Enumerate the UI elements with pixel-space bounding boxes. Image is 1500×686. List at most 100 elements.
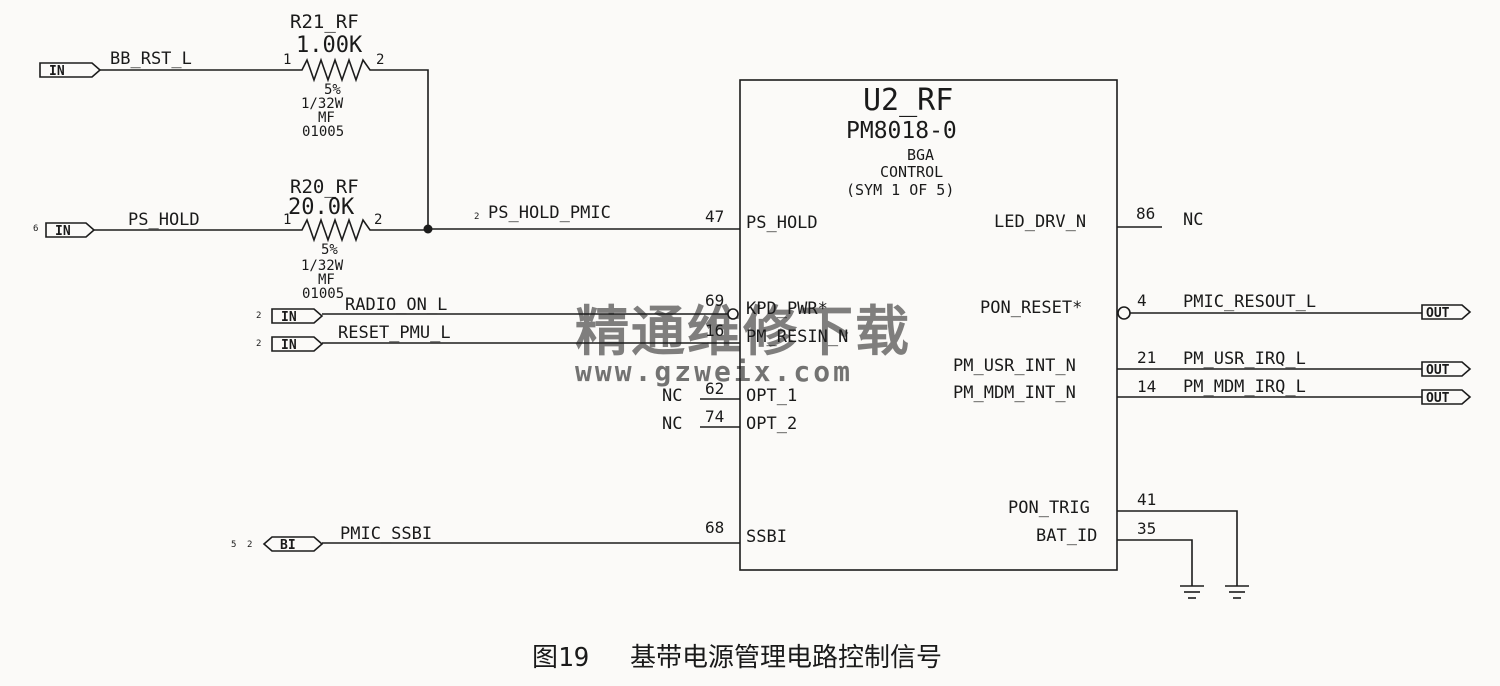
pin-num-usr-int: 21 <box>1137 348 1156 367</box>
bat-id-net <box>1117 539 1204 599</box>
net-label-pmic-resout: PMIC_RESOUT_L <box>1183 292 1316 312</box>
page-ref-reset-pmu: 2 <box>256 339 261 349</box>
inversion-bubble <box>1117 306 1131 320</box>
ground-icon <box>1225 585 1249 599</box>
pin-name-pon-reset: PON_RESET* <box>980 298 1082 318</box>
resistor-r20: R20_RF 20.0K 1 2 5% 1/32W MF 01005 <box>283 176 428 302</box>
watermark-chinese: 精通维修下载 <box>575 300 911 363</box>
pin-name-kpd-pwr: KPD_PWR* <box>746 299 828 319</box>
out-port-usr-irq: OUT <box>1421 361 1472 378</box>
pin-name-pm-resin: PM_RESIN_N <box>746 327 848 347</box>
pin-num-opt1: 62 <box>705 379 724 398</box>
out-port-label: OUT <box>1426 363 1450 378</box>
wire-pon-trig <box>1117 510 1238 586</box>
in-port-label: IN <box>55 224 71 239</box>
in-port-label: IN <box>49 64 65 79</box>
chip-ref: U2_RF <box>863 83 953 118</box>
chip-u2: U2_RF PM8018-0 BGA CONTROL (SYM 1 OF 5) … <box>705 79 1156 571</box>
out-port-mdm-irq: OUT <box>1421 389 1472 406</box>
chip-symbol: (SYM 1 OF 5) <box>846 181 954 199</box>
pin-name-opt2: OPT_2 <box>746 414 797 434</box>
r21-ref: R21_RF <box>290 11 359 33</box>
radio-on-branch: 2 IN RADIO_ON_L <box>256 295 739 325</box>
pin-num-ps-hold: 47 <box>705 207 724 226</box>
r20-value: 20.0K <box>288 195 355 220</box>
pin-name-ps-hold: PS_HOLD <box>746 213 818 233</box>
nc-label-opt1: NC <box>662 386 682 406</box>
r20-zigzag <box>285 217 428 243</box>
in-port-label: IN <box>281 338 297 353</box>
pin-name-bat-id: BAT_ID <box>1036 526 1097 546</box>
r21-tolerance: 5% <box>324 82 341 98</box>
out-port-shape <box>1421 361 1472 377</box>
r20-ref: R20_RF <box>290 176 359 198</box>
in-port-label: IN <box>281 310 297 325</box>
pin-name-usr-int: PM_USR_INT_N <box>953 356 1076 376</box>
chip-package: BGA <box>907 146 934 164</box>
r21-package: 01005 <box>302 124 344 140</box>
page-ref-ssbi-b: 2 <box>247 540 252 550</box>
pin-num-kpd-pwr: 69 <box>705 291 724 310</box>
pon-reset-net: PMIC_RESOUT_L OUT <box>1117 292 1472 321</box>
in-port-reset-pmu: IN <box>271 336 324 353</box>
bi-port-shape <box>262 536 324 552</box>
ground-icon <box>1180 585 1204 599</box>
r20-type: MF <box>318 272 335 288</box>
net-label-ps-hold-pmic: PS_HOLD_PMIC <box>488 203 611 223</box>
pin-num-bat-id: 35 <box>1137 519 1156 538</box>
page-ref-ps-hold: 6 <box>33 224 38 234</box>
chip-body <box>739 79 1118 571</box>
r21-power: 1/32W <box>301 96 344 112</box>
net-label-bb-rst: BB_RST_L <box>110 49 192 69</box>
nc-label-led-drv: NC <box>1183 210 1203 230</box>
bb-rst-branch: IN BB_RST_L R21_RF 1.00K 1 2 5% 1/32W MF… <box>39 11 429 228</box>
wire-bat-id <box>1117 539 1193 586</box>
pin-name-mdm-int: PM_MDM_INT_N <box>953 383 1076 403</box>
r20-power: 1/32W <box>301 258 344 274</box>
pon-trig-net <box>1117 510 1249 599</box>
r20-package: 01005 <box>302 286 344 302</box>
out-port-resout: OUT <box>1421 304 1472 321</box>
pin-num-mdm-int: 14 <box>1137 377 1156 396</box>
in-port-shape <box>39 62 102 78</box>
pin-num-led-drv: 86 <box>1136 204 1155 223</box>
net-label-usr-irq: PM_USR_IRQ_L <box>1183 349 1306 369</box>
usr-irq-net: PM_USR_IRQ_L OUT <box>1117 349 1472 378</box>
led-drv-net: NC <box>1117 210 1203 230</box>
chip-part: PM8018-0 <box>846 118 957 144</box>
watermark-url: www.gzweix.com <box>575 355 853 388</box>
resistor-r21: R21_RF 1.00K 1 2 5% 1/32W MF 01005 <box>283 11 400 140</box>
figure-caption: 图19 基带电源管理电路控制信号 <box>532 643 942 673</box>
net-label-reset-pmu: RESET_PMU_L <box>338 323 451 343</box>
nc-label-opt2: NC <box>662 414 682 434</box>
pin-name-opt1: OPT_1 <box>746 386 797 406</box>
ps-hold-branch: 6 IN PS_HOLD R20_RF 20.0K 1 2 5% 1/32W M… <box>33 176 740 302</box>
inversion-bubble <box>727 308 739 320</box>
out-port-label: OUT <box>1426 306 1450 321</box>
bi-port-label: BI <box>280 538 296 553</box>
chip-function: CONTROL <box>880 163 943 181</box>
caption-text: 基带电源管理电路控制信号 <box>630 643 942 673</box>
pin-num-ssbi: 68 <box>705 518 724 537</box>
in-port-shape <box>271 336 324 352</box>
page-ref-ssbi-a: 5 <box>231 540 236 550</box>
watermark: 精通维修下载 www.gzweix.com <box>575 300 911 388</box>
pin-num-pon-reset: 4 <box>1137 291 1147 310</box>
pin-name-pon-trig: PON_TRIG <box>1008 498 1090 518</box>
page-ref-ps-hold-pmic: 2 <box>474 212 479 222</box>
r21-value: 1.00K <box>296 33 363 58</box>
r21-pin2: 2 <box>376 52 384 68</box>
net-label-pmic-ssbi: PMIC_SSBI <box>340 524 432 544</box>
net-label-mdm-irq: PM_MDM_IRQ_L <box>1183 377 1306 397</box>
r20-pin2: 2 <box>374 212 382 228</box>
bi-port-ssbi: BI <box>262 536 324 553</box>
caption-number: 图19 <box>532 643 589 673</box>
mdm-irq-net: PM_MDM_IRQ_L OUT <box>1117 377 1472 406</box>
page-ref-radio-on: 2 <box>256 311 261 321</box>
opt-stubs: NC NC <box>662 386 740 434</box>
wire-r21-to-junction <box>400 69 429 228</box>
r20-tolerance: 5% <box>321 242 338 258</box>
pin-name-ssbi: SSBI <box>746 527 787 547</box>
net-label-ps-hold: PS_HOLD <box>128 210 200 230</box>
